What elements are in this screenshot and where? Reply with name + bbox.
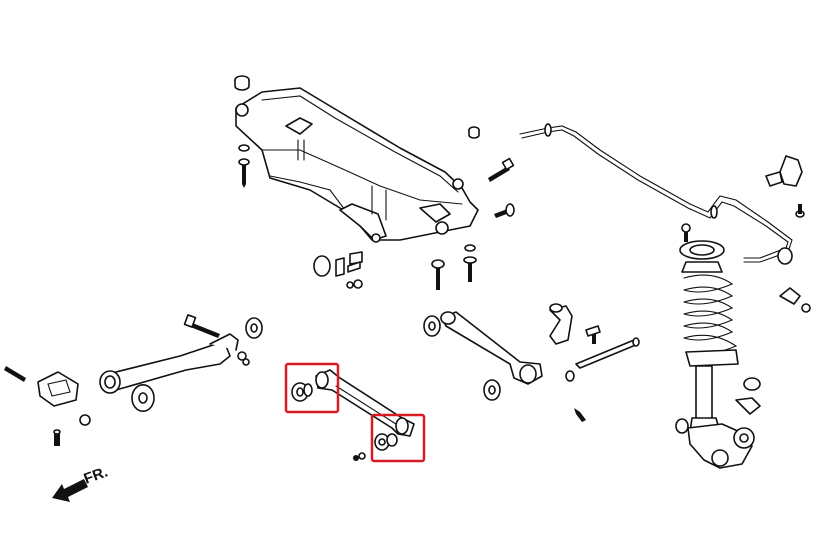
subframe-bolt-left <box>238 144 250 188</box>
coil-spring <box>683 274 739 367</box>
center-upper-arm <box>423 311 543 401</box>
front-direction-label: FR. <box>82 464 111 488</box>
lower-bushing-pair <box>374 433 398 451</box>
left-lateral-link <box>99 333 239 394</box>
right-toe-link <box>565 325 640 422</box>
left-hub-parts <box>4 366 91 446</box>
lower-arm-hardware <box>353 452 366 461</box>
subframe-center-bolts <box>431 244 477 290</box>
rear-subframe <box>235 87 479 243</box>
shock-absorber <box>689 365 721 433</box>
rear-knuckle <box>675 377 761 469</box>
subframe-mount-bushing-top <box>234 75 250 91</box>
subframe-lower-bushing-set <box>313 251 363 289</box>
lower-bushing-callout <box>370 413 426 463</box>
front-arrow-icon <box>52 479 88 502</box>
right-upper-link <box>549 303 573 345</box>
front-direction-indicator: FR. <box>52 464 110 502</box>
stabilizer-link-parts <box>765 155 811 313</box>
stabilizer-bar <box>519 123 793 263</box>
subframe-mount-bushing-right <box>468 126 480 139</box>
left-link-hardware <box>131 314 263 412</box>
upper-bushing-pair <box>291 382 313 402</box>
subframe-bolt-right <box>488 157 515 182</box>
upper-strut-mount <box>679 223 725 273</box>
strut-assembly <box>675 223 761 469</box>
subframe-bolt-lower-right <box>494 203 515 218</box>
upper-bushing-callout <box>284 362 340 414</box>
center-lower-arm <box>315 369 415 437</box>
subframe-mount-hardware <box>234 75 515 290</box>
